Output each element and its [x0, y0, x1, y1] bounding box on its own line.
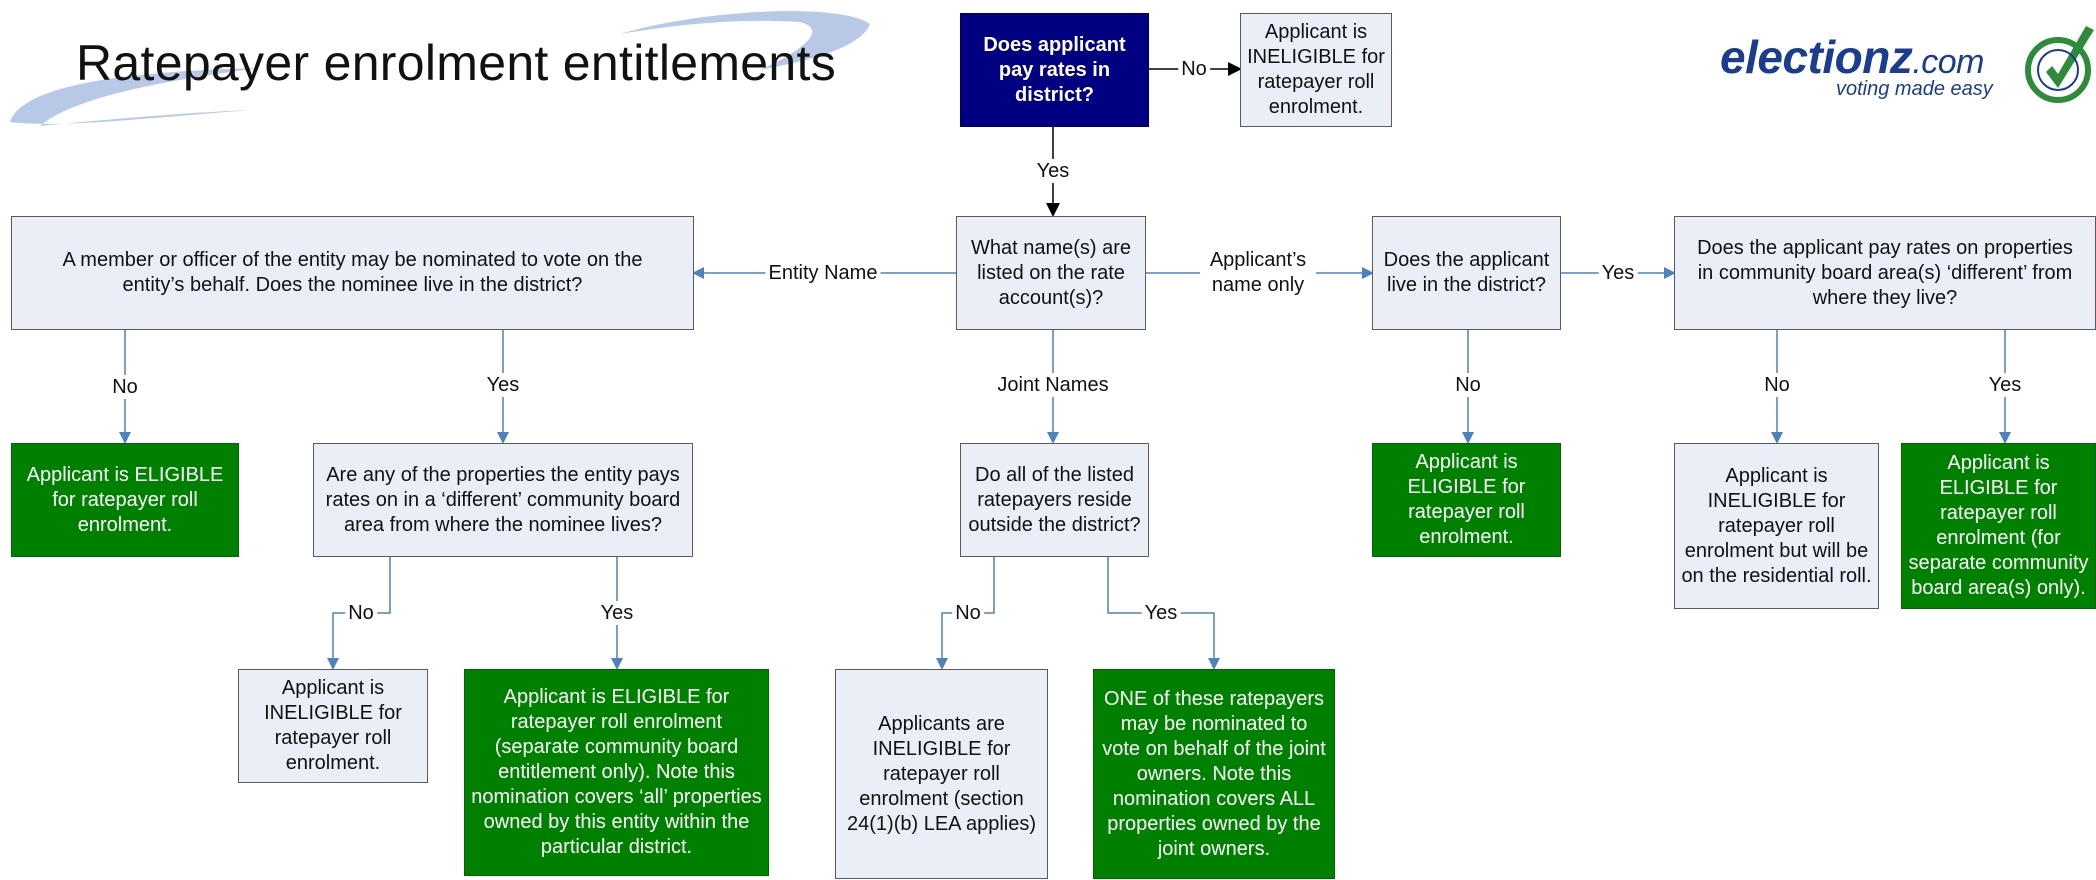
edge-label-live-yes: Yes: [1598, 261, 1638, 285]
ineligible-no-rates-box: Applicant is INELIGIBLE for ratepayer ro…: [1240, 13, 1392, 127]
edge-label-joint-yes: Yes: [1141, 601, 1181, 625]
logo-tagline: voting made easy: [1836, 78, 1993, 100]
logo-wordmark: electionz.com: [1720, 30, 1985, 84]
applicant-separate-area-box: Applicant is ELIGIBLE for ratepayer roll…: [1901, 443, 2096, 609]
edge-label-applicant-name-only: Applicant’s name only: [1200, 248, 1316, 298]
edge-label-nominee-yes: Yes: [483, 373, 523, 397]
applicant-residential-roll-box: Applicant is INELIGIBLE for ratepayer ro…: [1674, 443, 1879, 609]
edge-label-start-no: No: [1178, 57, 1210, 81]
entity-different-area-question: Are any of the properties the entity pay…: [313, 443, 693, 557]
title-swoosh-right: [620, 11, 870, 71]
edge-label-start-yes: Yes: [1033, 159, 1073, 183]
electionz-logo: electionz.com voting made easy: [1720, 20, 2096, 110]
applicant-live-question: Does the applicant live in the district?: [1372, 216, 1561, 330]
edge-label-joint-names: Joint Names: [994, 373, 1112, 397]
entity-ineligible-box: Applicant is INELIGIBLE for ratepayer ro…: [238, 669, 428, 783]
page-title: Ratepayer enrolment entitlements: [76, 35, 836, 91]
edge-label-entity-area-yes: Yes: [597, 601, 637, 625]
logo-suffix: .com: [1912, 43, 1985, 81]
joint-reside-outside-question: Do all of the listed ratepayers reside o…: [960, 443, 1149, 557]
applicant-different-area-question: Does the applicant pay rates on properti…: [1674, 216, 2096, 330]
edge-label-nominee-no: No: [109, 375, 141, 399]
edge-label-diff-no: No: [1761, 373, 1793, 397]
edge-label-entity-name: Entity Name: [765, 261, 881, 285]
edge-label-diff-yes: Yes: [1985, 373, 2025, 397]
entity-eligible-box: Applicant is ELIGIBLE for ratepayer roll…: [11, 443, 239, 557]
edge-label-joint-no: No: [952, 601, 984, 625]
entity-nominee-question: A member or officer of the entity may be…: [11, 216, 694, 330]
joint-one-nominated-box: ONE of these ratepayers may be nominated…: [1093, 669, 1335, 879]
start-question: Does applicant pay rates in district?: [960, 13, 1149, 127]
edge-label-entity-area-no: No: [345, 601, 377, 625]
checkmark-logo-icon: [2025, 26, 2094, 103]
logo-brand: electionz: [1720, 31, 1913, 83]
entity-separate-entitlement-box: Applicant is ELIGIBLE for ratepayer roll…: [464, 669, 769, 876]
applicant-eligible-box: Applicant is ELIGIBLE for ratepayer roll…: [1372, 443, 1561, 557]
names-on-account-question: What name(s) are listed on the rate acco…: [956, 216, 1146, 330]
edge-label-live-no: No: [1452, 373, 1484, 397]
title-swoosh-left: [10, 68, 260, 126]
joint-ineligible-box: Applicants are INELIGIBLE for ratepayer …: [835, 669, 1048, 879]
